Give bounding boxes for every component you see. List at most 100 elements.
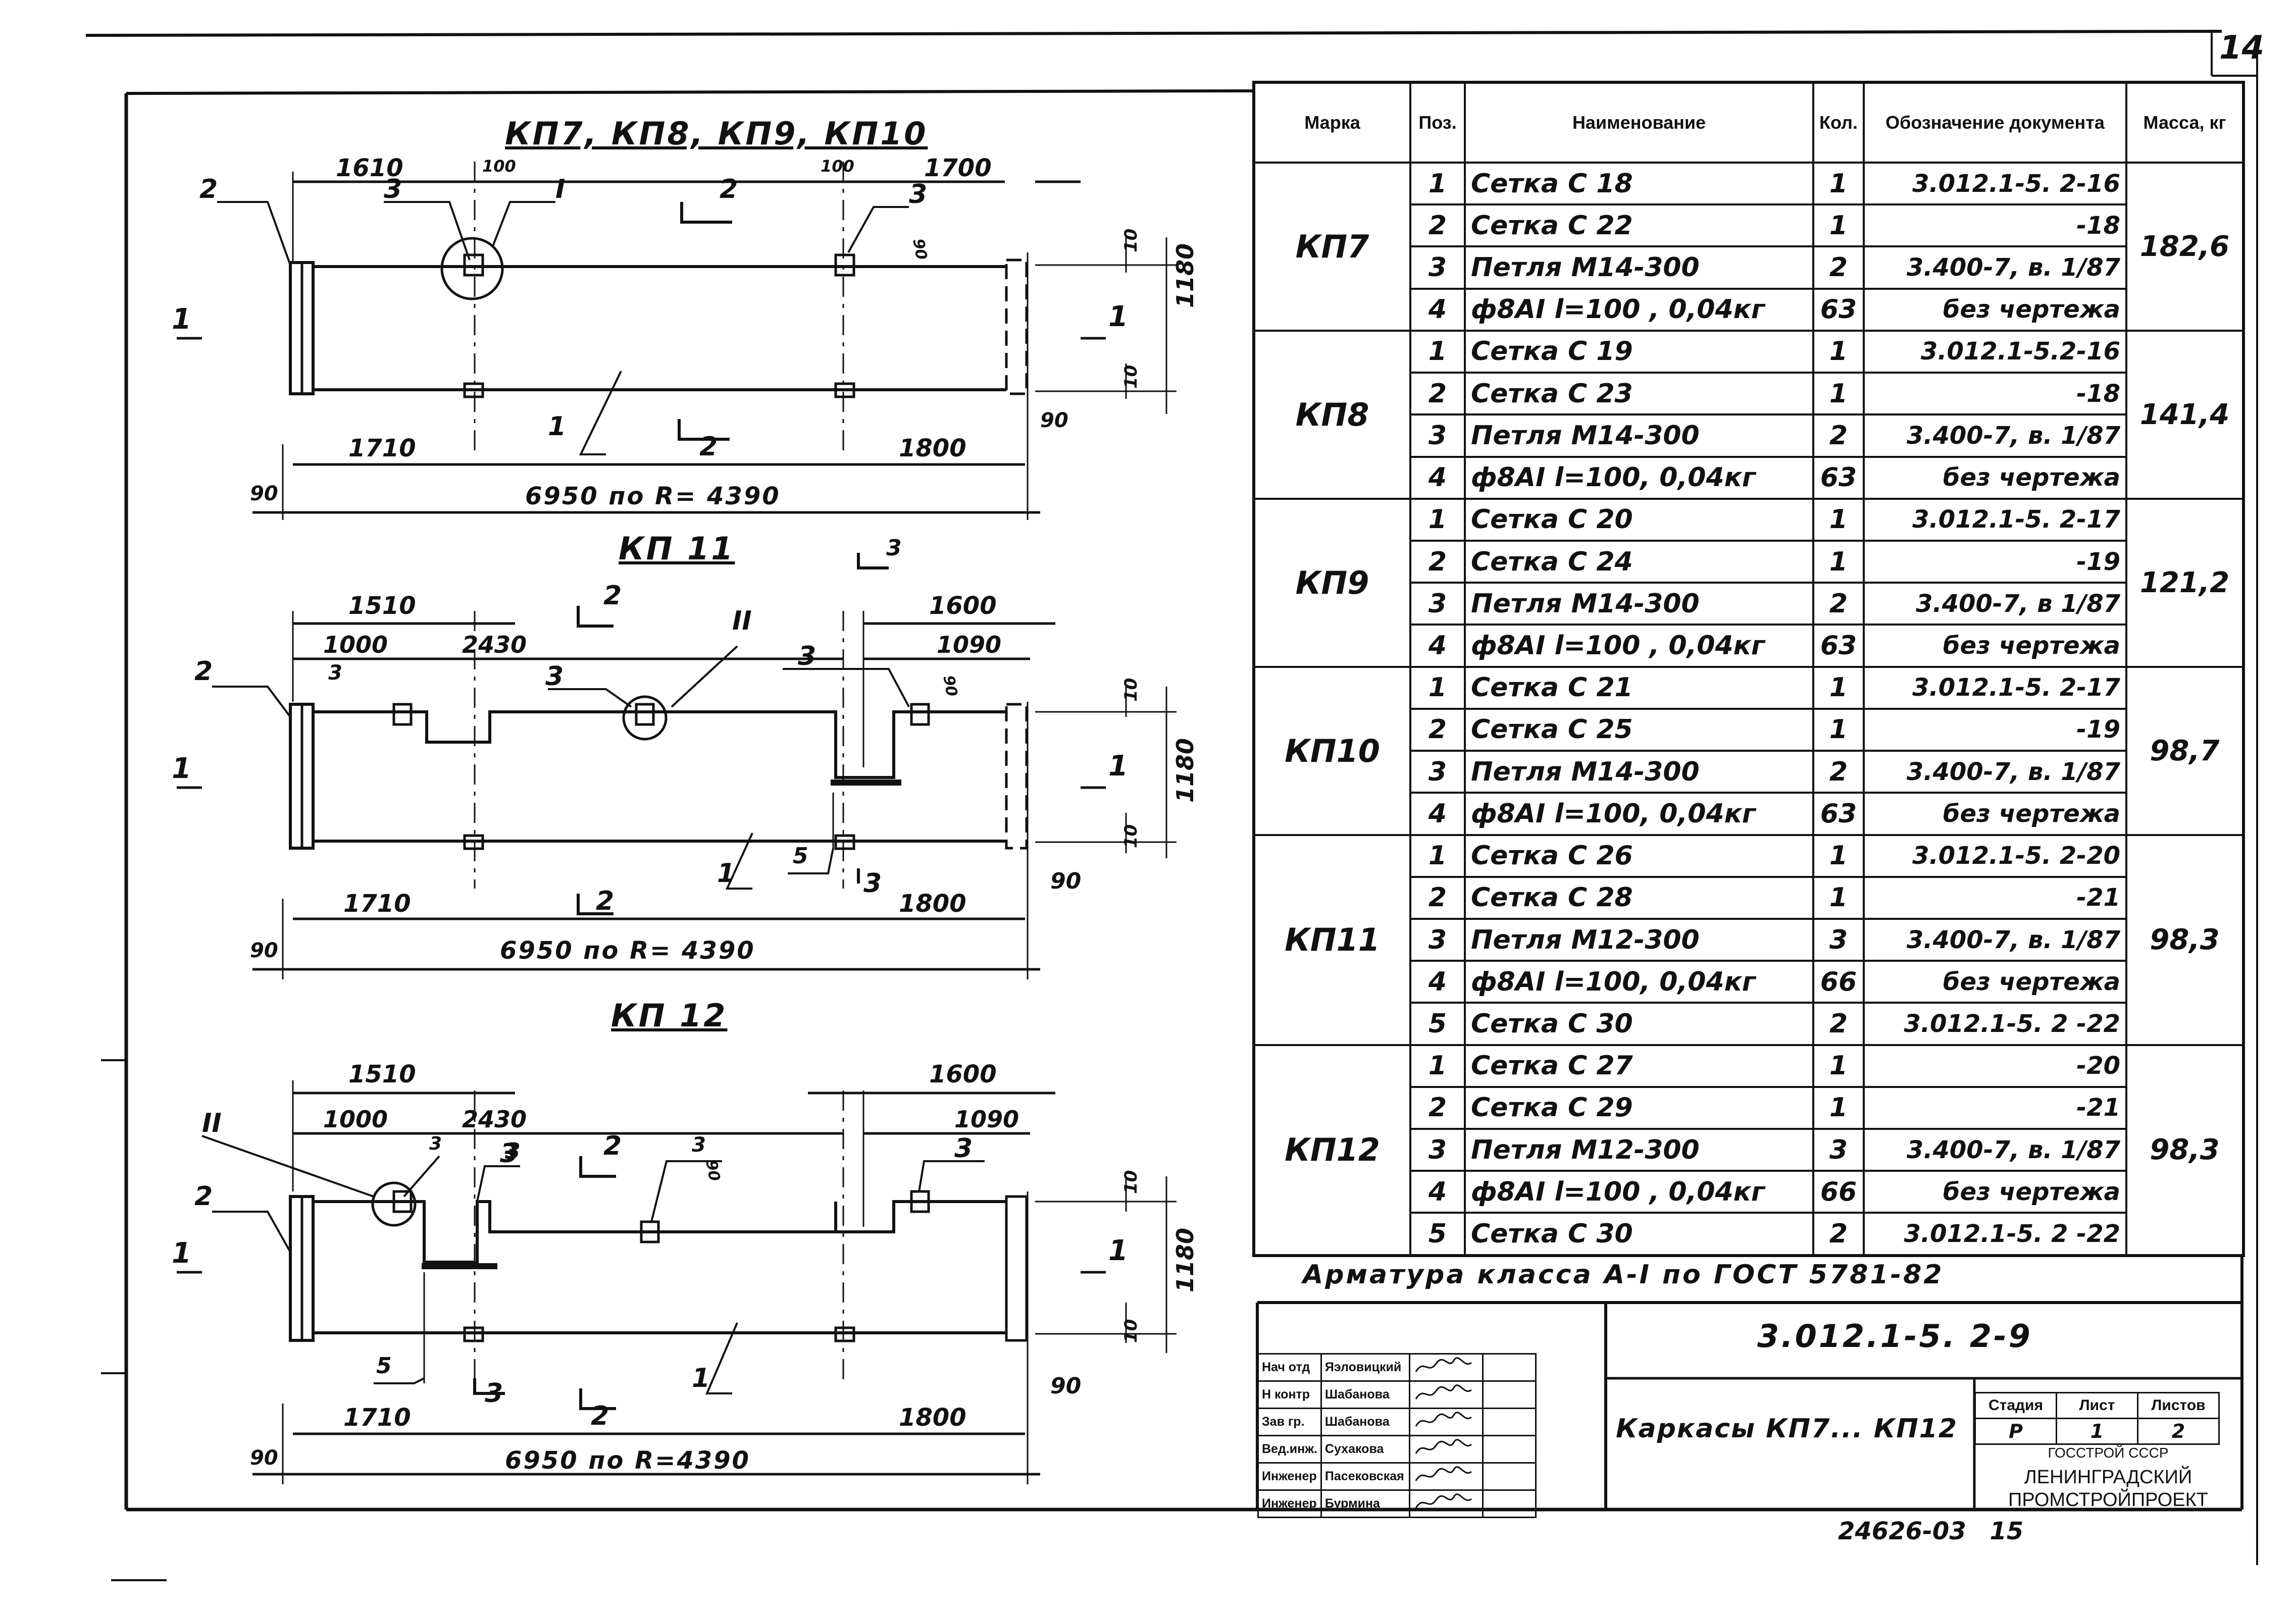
dim-label: 10 bbox=[1121, 1319, 1141, 1343]
callout-label: 3 bbox=[384, 174, 402, 204]
person-date bbox=[1482, 1489, 1537, 1518]
title-block-person-row: Вед.инж.Сухакова bbox=[1257, 1435, 1537, 1464]
spec-pos: 2 bbox=[1409, 1085, 1466, 1130]
dim-label: 1000 bbox=[323, 1106, 388, 1133]
callout-label: II bbox=[202, 1108, 222, 1138]
callout-label: 1 bbox=[548, 411, 567, 442]
dim-label: 90 bbox=[250, 482, 278, 505]
signature-mark bbox=[1415, 1439, 1472, 1454]
person-role: Инженер bbox=[1257, 1462, 1322, 1491]
signature-mark bbox=[1415, 1357, 1472, 1372]
spec-doc: -21 bbox=[1863, 875, 2127, 920]
section-label: 2 bbox=[720, 174, 738, 204]
callout-label: 3 bbox=[328, 661, 342, 685]
spec-name: Петля М14-300 bbox=[1464, 413, 1814, 458]
section-label: 1 bbox=[172, 303, 191, 336]
spec-qty: 1 bbox=[1812, 161, 1865, 206]
title-block-frame bbox=[1256, 1257, 2243, 1510]
spec-pos: 3 bbox=[1409, 245, 1466, 290]
header-qty: Кол. bbox=[1812, 81, 1865, 164]
spec-doc: без чертежа bbox=[1863, 960, 2127, 1004]
title-block-stage: Стадия Лист Листов Р 1 2 bbox=[1974, 1392, 2220, 1445]
archive-number: 24626-03 15 bbox=[1838, 1517, 2023, 1545]
callout-label: 1 bbox=[692, 1363, 710, 1393]
spec-header-row: Марка Поз. Наименование Кол. Обозначение… bbox=[1253, 81, 2244, 164]
spec-doc: без чертежа bbox=[1863, 287, 2127, 332]
spec-qty: 2 bbox=[1812, 245, 1865, 290]
spec-mark: КП7 bbox=[1253, 162, 1411, 332]
spec-pos: 4 bbox=[1409, 1170, 1466, 1214]
dim-label: 10 bbox=[1121, 824, 1141, 848]
sheets-value: 2 bbox=[2137, 1418, 2220, 1445]
spec-doc: -18 bbox=[1863, 372, 2127, 416]
callout-label: 2 bbox=[194, 656, 213, 687]
spec-doc: 3.400-7, в. 1/87 bbox=[1863, 750, 2127, 794]
spec-mass: 121,2 bbox=[2125, 497, 2244, 668]
spec-name: ф8АI l=100 , 0,04кг bbox=[1464, 287, 1814, 332]
spec-doc: без чертежа bbox=[1863, 792, 2127, 836]
person-signature bbox=[1408, 1408, 1484, 1436]
section-label: 3 bbox=[505, 1138, 521, 1164]
section-label: 3 bbox=[863, 868, 882, 899]
spec-qty: 66 bbox=[1812, 1170, 1865, 1214]
view-title-kp12: КП 12 bbox=[611, 997, 728, 1034]
document-code: 3.012.1-5. 2-9 bbox=[1757, 1318, 2032, 1355]
sheets-label: Листов bbox=[2137, 1392, 2220, 1419]
spec-qty: 2 bbox=[1812, 413, 1865, 458]
spec-doc: 3.012.1-5. 2 -22 bbox=[1863, 1212, 2127, 1257]
stage-value: Р bbox=[1974, 1418, 2057, 1445]
callout-label: 3 bbox=[429, 1133, 442, 1154]
callout-label: I bbox=[555, 174, 566, 204]
person-role: Зав гр. bbox=[1257, 1408, 1322, 1436]
person-role: Вед.инж. bbox=[1257, 1435, 1322, 1464]
spec-pos: 1 bbox=[1409, 665, 1466, 710]
spec-name: Петля М14-300 bbox=[1464, 750, 1814, 794]
header-doc: Обозначение документа bbox=[1863, 81, 2127, 164]
dim-label: 1710 bbox=[343, 890, 411, 918]
spec-qty: 1 bbox=[1812, 875, 1865, 920]
callout-label: 3 bbox=[692, 1133, 706, 1157]
spec-qty: 1 bbox=[1812, 665, 1865, 710]
dim-label: 1710 bbox=[343, 1404, 411, 1432]
spec-name: Сетка С 20 bbox=[1464, 497, 1814, 542]
spec-qty: 63 bbox=[1812, 287, 1865, 332]
callout-label: 3 bbox=[798, 641, 817, 671]
frame-top-line bbox=[126, 89, 1253, 95]
spec-mass: 98,3 bbox=[2125, 834, 2244, 1046]
spec-mass: 182,6 bbox=[2125, 162, 2244, 332]
spec-name: Сетка С 19 bbox=[1464, 329, 1814, 374]
spec-qty: 63 bbox=[1812, 455, 1865, 500]
dim-label: 90 bbox=[1050, 1373, 1082, 1399]
dim-label: 1600 bbox=[929, 1060, 997, 1088]
specification-table: Марка Поз. Наименование Кол. Обозначение… bbox=[1252, 81, 2245, 1257]
reinforcement-note: Арматура класса А-I по ГОСТ 5781-82 bbox=[1303, 1260, 1944, 1290]
signature-mark bbox=[1415, 1466, 1472, 1481]
dim-label: 1800 bbox=[899, 1404, 966, 1432]
dim-label: 1090 bbox=[937, 631, 1002, 658]
sheet-label: Лист bbox=[2056, 1392, 2138, 1419]
dim-label: 10 bbox=[1121, 365, 1141, 389]
spec-name: Сетка С 26 bbox=[1464, 834, 1814, 878]
callout-label: 3 bbox=[909, 179, 928, 210]
dim-label: 90 bbox=[939, 674, 961, 698]
spec-name: ф8АI l=100, 0,04кг bbox=[1464, 455, 1814, 500]
spec-doc: -21 bbox=[1863, 1085, 2127, 1130]
dim-label: 1000 bbox=[323, 631, 388, 658]
spec-doc: 3.012.1-5. 2-20 bbox=[1863, 834, 2127, 878]
dim-label: 2430 bbox=[462, 1106, 527, 1133]
header-pos: Поз. bbox=[1409, 81, 1466, 164]
spec-name: Сетка С 27 bbox=[1464, 1044, 1814, 1088]
